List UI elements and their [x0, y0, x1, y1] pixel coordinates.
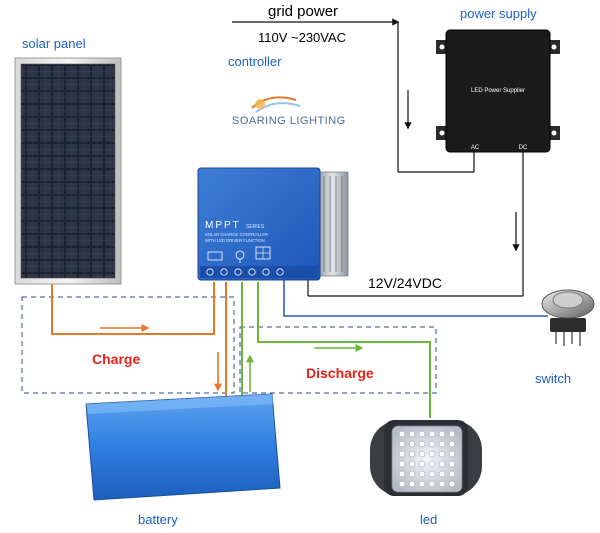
- led-wire: [257, 282, 431, 418]
- discharge-label: Discharge: [306, 365, 374, 381]
- battery-label: battery: [138, 512, 178, 527]
- grid-power-label: grid power: [268, 3, 338, 20]
- solar-panel: [14, 57, 122, 285]
- dc-voltage-label: 12V/24VDC: [368, 275, 442, 291]
- switch-wire: [283, 278, 548, 317]
- grid-voltage-label: 110V ~230VAC: [258, 30, 346, 45]
- brand-name: SOARING LIGHTING: [232, 115, 346, 127]
- battery-symbol-icon: [207, 251, 223, 261]
- terminal-block: [206, 268, 284, 276]
- charge-label: Charge: [92, 351, 140, 367]
- led-lamp: [370, 420, 482, 496]
- led-power-supply: LED Power Supplier AC DC: [436, 29, 560, 153]
- controller-series: SERIES: [246, 224, 265, 230]
- dc-wiring: [307, 148, 524, 297]
- controller-line-2: WITH LED DRIVER FUNCTION: [205, 238, 265, 243]
- battery-pack: [85, 393, 281, 501]
- grid-power-wiring: [232, 18, 475, 173]
- solar-panel-label: solar panel: [22, 36, 86, 51]
- psu-label: LED Power Supplier: [471, 88, 525, 94]
- mppt-controller: MPPT SERIES SOLAR CHARGE CONTROLLER WITH…: [197, 167, 349, 281]
- panel-symbol-icon: [255, 246, 271, 260]
- power-supply-label: power supply: [460, 6, 537, 21]
- bulb-symbol-icon: [235, 250, 245, 263]
- controller-model: MPPT: [205, 220, 241, 231]
- led-chips: [398, 430, 456, 488]
- psu-ac-label: AC: [471, 145, 480, 151]
- discharge-zone: [239, 326, 437, 394]
- push-button-switch: [541, 289, 595, 346]
- switch-label: switch: [535, 371, 571, 386]
- charge-zone: [21, 296, 235, 394]
- led-label: led: [420, 512, 437, 527]
- controller-label: controller: [228, 54, 282, 69]
- soaring-lighting-logo: SOARING LIGHTING: [232, 96, 346, 127]
- solar-charge-wire: [51, 282, 215, 335]
- psu-dc-label: DC: [519, 145, 528, 151]
- controller-line-1: SOLAR CHARGE CONTROLLER: [205, 232, 268, 237]
